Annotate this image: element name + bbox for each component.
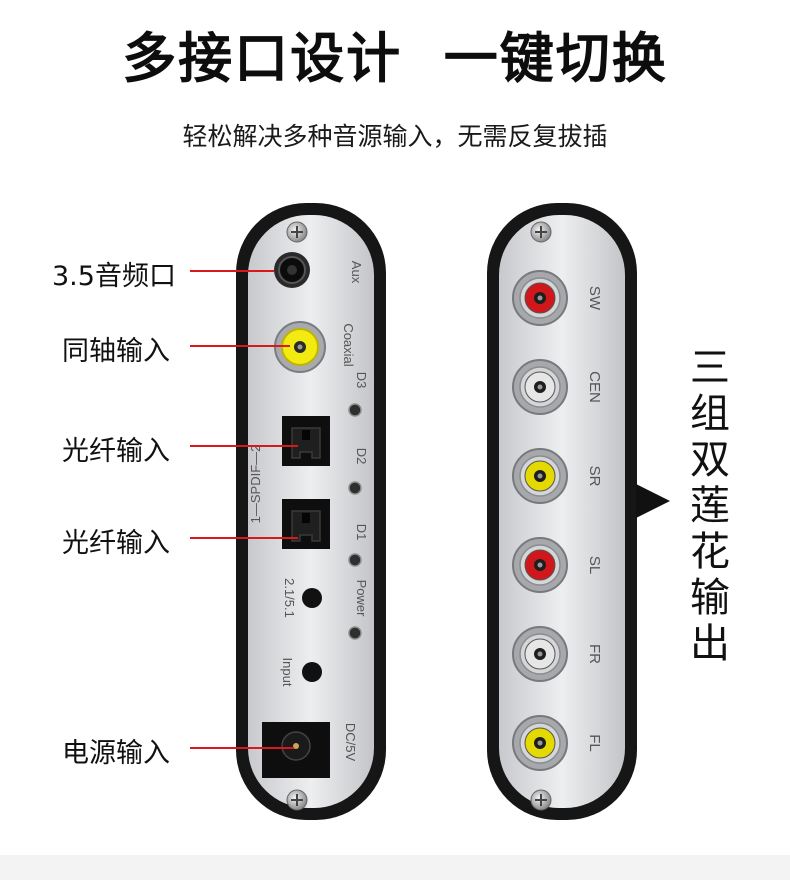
leader-line-aux <box>190 270 274 272</box>
mode-button[interactable] <box>302 588 322 608</box>
screw-icon <box>530 221 552 243</box>
arrow-right-icon <box>636 484 670 518</box>
callout-optical-2: 光纤输入 <box>62 436 170 467</box>
rca-jack-sr-icon <box>512 448 568 504</box>
led-d1-icon <box>348 553 362 567</box>
aux-jack-icon <box>274 252 310 288</box>
input-panel: Aux Coaxial D3 1—SPDIF—2 D2 D1 2.1/5.1 P… <box>236 203 386 820</box>
screw-icon <box>530 789 552 811</box>
dc-jack-icon <box>262 722 330 778</box>
output-panel: SW CEN SR SL FR FL <box>487 203 637 820</box>
d2-text: D2 <box>354 448 369 465</box>
rca-jack-sw-icon <box>512 270 568 326</box>
rca-label-sl: SL <box>586 556 603 574</box>
rca-jack-cen-icon <box>512 359 568 415</box>
leader-line-optical-2 <box>190 445 298 447</box>
side-label-char: 输 <box>690 575 730 621</box>
side-label-char: 莲 <box>690 483 730 529</box>
callout-aux: 3.5音频口 <box>52 261 176 292</box>
coaxial-text: Coaxial <box>341 323 356 366</box>
input-text: Input <box>280 658 295 687</box>
rca-label-sw: SW <box>586 286 603 311</box>
input-button[interactable] <box>302 662 322 682</box>
side-label-char: 出 <box>690 621 730 667</box>
d3-text: D3 <box>354 372 369 389</box>
mode-text: 2.1/5.1 <box>282 578 297 618</box>
page-subtitle: 轻松解决多种音源输入，无需反复拔插 <box>182 122 608 151</box>
coaxial-jack-icon <box>274 321 326 373</box>
aux-text: Aux <box>349 261 364 284</box>
leader-line-optical-1 <box>190 537 298 539</box>
side-label: 三 组 双 莲 花 输 出 <box>688 345 732 667</box>
rca-jack-fr-icon <box>512 626 568 682</box>
rca-label-sr: SR <box>586 466 603 487</box>
rca-label-fl: FL <box>586 734 603 752</box>
led-d3-icon <box>348 403 362 417</box>
led-power-icon <box>348 626 362 640</box>
led-d2-icon <box>348 481 362 495</box>
leader-line-power <box>190 747 294 749</box>
power-text: Power <box>354 580 369 618</box>
spdif-text: 1—SPDIF—2 <box>248 445 263 524</box>
screw-icon <box>286 789 308 811</box>
d1-text: D1 <box>354 524 369 541</box>
side-label-char: 三 <box>690 345 730 391</box>
rca-jack-fl-icon <box>512 715 568 771</box>
callout-optical-1: 光纤输入 <box>62 528 170 559</box>
page-title: 多接口设计 一键切换 <box>122 27 668 90</box>
rca-label-cen: CEN <box>586 371 603 403</box>
leader-line-coaxial <box>190 345 290 347</box>
dc-text: DC/5V <box>343 723 358 762</box>
callout-coaxial: 同轴输入 <box>62 336 170 367</box>
callout-power: 电源输入 <box>62 738 170 769</box>
rca-jack-sl-icon <box>512 537 568 593</box>
side-label-char: 双 <box>690 437 730 483</box>
side-label-char: 组 <box>690 391 730 437</box>
side-label-char: 花 <box>690 529 730 575</box>
optical-port-icon <box>282 499 330 549</box>
screw-icon <box>286 221 308 243</box>
rca-jack-group: SW CEN SR SL FR FL <box>512 270 603 771</box>
optical-port-icon <box>282 416 330 466</box>
rca-label-fr: FR <box>586 644 603 664</box>
bottom-strip <box>0 855 790 880</box>
